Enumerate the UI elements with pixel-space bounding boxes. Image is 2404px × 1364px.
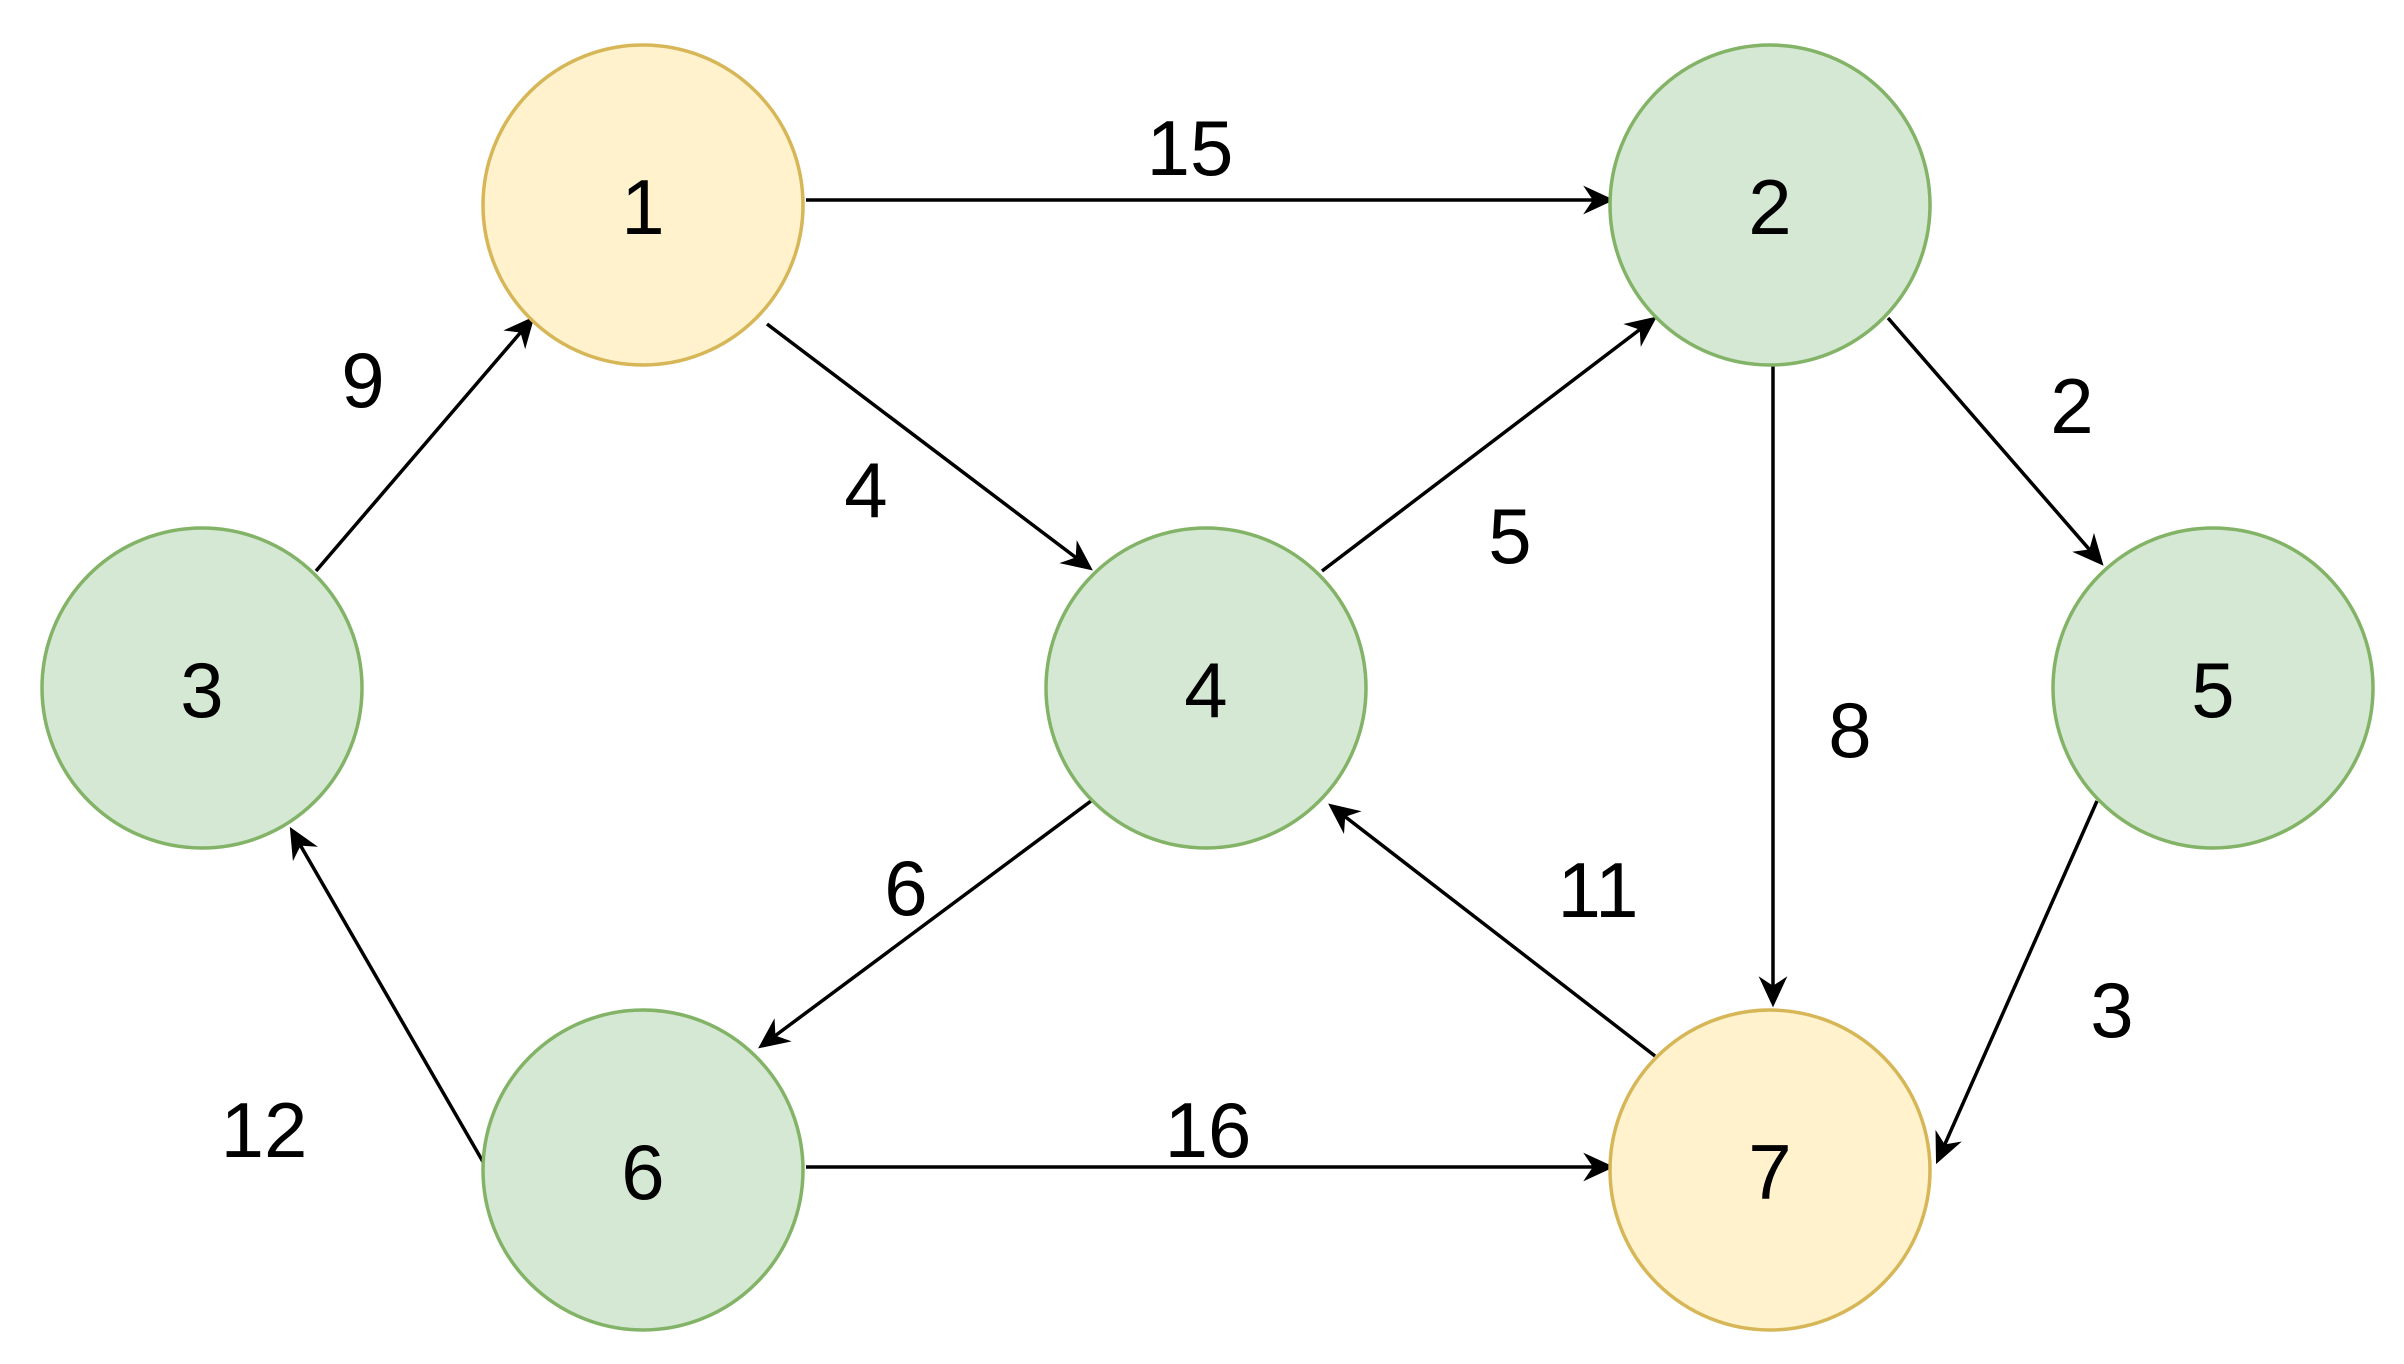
edges-layer (289, 185, 2104, 1182)
node-label: 4 (1184, 646, 1227, 734)
node-circle (2051, 526, 2375, 850)
edge-line (1886, 316, 2092, 552)
edge-weight-label: 3 (2090, 966, 2133, 1054)
edge-weight-label: 15 (1147, 104, 1234, 192)
edge-6-to-7 (806, 1152, 1615, 1182)
edge-line (1942, 800, 2099, 1147)
edge-line (773, 799, 1093, 1038)
arrowhead (1935, 1129, 1962, 1165)
edge-6-to-3 (289, 826, 488, 1168)
arrowhead (1623, 316, 1657, 347)
node-circle (481, 1008, 805, 1332)
node-3: 3 (40, 526, 364, 850)
node-label: 1 (621, 163, 664, 251)
node-circle (1608, 1008, 1932, 1332)
arrowhead (503, 316, 535, 350)
node-label: 6 (621, 1128, 664, 1216)
node-circle (1608, 43, 1932, 367)
node-4: 4 (1044, 526, 1368, 850)
arrowhead (1583, 185, 1615, 215)
edge-weight-label: 6 (884, 844, 927, 932)
edge-1-to-4 (765, 322, 1093, 571)
edge-4-to-2 (1320, 316, 1657, 573)
edge-line (1320, 327, 1642, 573)
edge-line (1343, 814, 1657, 1058)
arrowhead (1059, 540, 1093, 571)
edge-weight-label: 12 (221, 1086, 308, 1174)
node-1: 1 (481, 43, 805, 367)
edge-weight-label: 9 (341, 336, 384, 424)
edge-line (314, 330, 523, 573)
edge-3-to-1 (314, 316, 535, 573)
edge-weight-label: 4 (844, 446, 887, 534)
edge-weight-label: 16 (1165, 1086, 1252, 1174)
arrowhead (1758, 976, 1788, 1008)
arrowhead (1583, 1152, 1615, 1182)
node-6: 6 (481, 1008, 805, 1332)
node-5: 5 (2051, 526, 2375, 850)
arrowhead (2072, 532, 2104, 566)
edge-1-to-2 (806, 185, 1615, 215)
edge-5-to-7 (1935, 800, 2099, 1165)
edge-line (765, 322, 1078, 560)
node-circle (40, 526, 364, 850)
node-circle (481, 43, 805, 367)
edge-7-to-4 (1328, 803, 1657, 1058)
node-label: 5 (2191, 646, 2234, 734)
node-label: 7 (1748, 1128, 1791, 1216)
node-circle (1044, 526, 1368, 850)
edge-2-to-5 (1886, 316, 2104, 566)
arrowhead (758, 1018, 792, 1049)
edge-2-to-7 (1758, 365, 1788, 1008)
edge-weight-label: 8 (1828, 686, 1871, 774)
edge-line (298, 843, 488, 1168)
node-7: 7 (1608, 1008, 1932, 1332)
edge-weight-label: 11 (1558, 846, 1639, 934)
node-2: 2 (1608, 43, 1932, 367)
arrowhead (1328, 803, 1362, 834)
edge-weight-label: 5 (1488, 492, 1531, 580)
edge-4-to-6 (758, 799, 1093, 1049)
node-label: 3 (180, 646, 223, 734)
edge-weight-label: 2 (2050, 362, 2093, 450)
node-label: 2 (1748, 163, 1791, 251)
arrowhead (289, 826, 318, 862)
